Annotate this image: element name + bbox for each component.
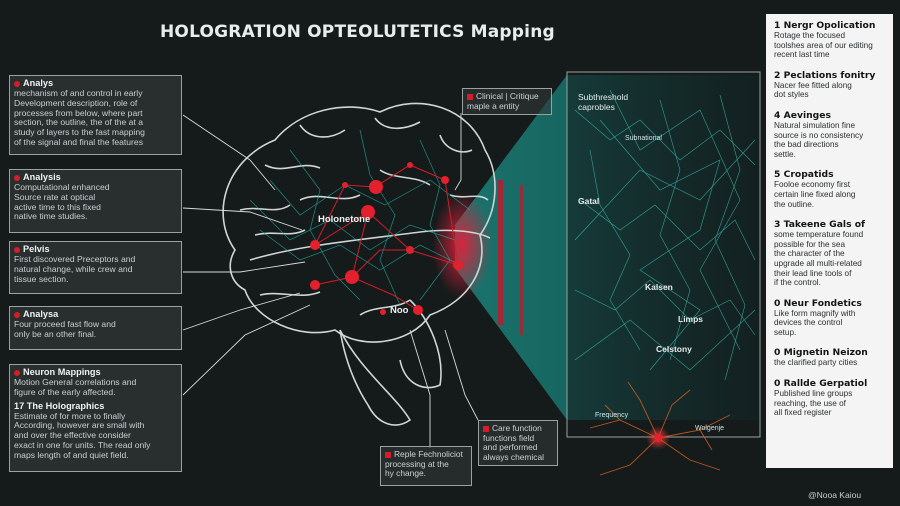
legend-item-heading: Mignetin Neizon <box>783 347 868 359</box>
projection-label: Frequency <box>595 412 629 419</box>
connector-lines <box>182 113 479 448</box>
red-square-icon <box>483 425 489 432</box>
legend-item-body: the clarified party cities <box>774 358 858 368</box>
callout-bottom-right-text: Care function functions field and perfor… <box>483 423 544 462</box>
legend-item-number: 0 <box>774 297 781 309</box>
left-box-analys: Analys mechanism of and control in early… <box>9 75 182 155</box>
left-box-body: Computational enhanced Source rate at op… <box>14 182 110 222</box>
left-box-body: Motion General correlations and figure o… <box>14 377 137 397</box>
projection-label: Subnational <box>625 135 662 142</box>
left-box-heading: Neuron Mappings <box>23 367 101 377</box>
left-box-neuron-mappings: Neuron Mappings Motion General correlati… <box>9 364 182 472</box>
legend-item-body: Rotage the focused toolshes area of our … <box>774 31 873 60</box>
legend-item-body: Like form magnify with devices the contr… <box>774 308 856 337</box>
projection-header: Subthreshold caprobles <box>578 92 629 112</box>
left-box-subheading: 17 The Holographics <box>14 400 105 411</box>
legend-item-body: Published line groups reaching, the use … <box>774 389 853 418</box>
legend-item-number: 3 <box>774 219 781 231</box>
legend-item-number: 4 <box>774 109 781 121</box>
left-box-heading: Analys <box>23 78 54 88</box>
callout-bottom-right: Care function functions field and perfor… <box>478 420 558 466</box>
projection-label: Wolgenje <box>695 425 725 432</box>
left-box-body: First discovered Preceptors and natural … <box>14 254 136 284</box>
left-box-pelvis: Pelvis First discovered Preceptors and n… <box>9 241 182 294</box>
legend-item-heading: Rallde Gerpatiol <box>783 378 868 390</box>
projection-label: Gatal <box>578 196 600 206</box>
legend-item-heading: Takeene Gals of <box>783 219 866 231</box>
projection-label: Limps <box>678 314 704 324</box>
callout-top-text: Clinical | Critique maple a entity <box>467 91 539 111</box>
callout-bottom-left-text: Reple Fechnoliciot processing at the hy … <box>385 449 463 479</box>
legend-item-body: Natural simulation fine source is no con… <box>774 120 864 159</box>
page-title: HOLOGRATION OPTEOLUTETICS Mapping <box>160 22 555 42</box>
legend-item-number: 0 <box>774 347 781 359</box>
credit-text: @Nooa Kaiou <box>808 490 862 500</box>
left-box-analysis: Analysis Computational enhanced Source r… <box>9 169 182 233</box>
legend-item-body: Nacer fee fitted along dot styles <box>774 80 852 100</box>
red-dot-icon <box>14 311 20 318</box>
projection-label: Celstony <box>656 344 692 354</box>
legend-item-number: 0 <box>774 378 781 390</box>
red-dot-icon <box>14 80 20 87</box>
brain-nodes <box>310 162 463 315</box>
callout-top: Clinical | Critique maple a entity <box>462 88 552 115</box>
neuron-illustration <box>589 381 731 476</box>
left-box-heading: Pelvis <box>23 244 50 254</box>
legend-item-number: 2 <box>774 69 781 81</box>
red-dot-icon <box>14 369 20 376</box>
brain-label-lower: Noo <box>390 305 409 316</box>
red-dot-icon <box>14 174 20 181</box>
legend-item-heading: Peclations fonitry <box>783 69 876 81</box>
red-dot-icon <box>14 246 20 253</box>
legend-item-body: some temperature found possible for the … <box>774 230 864 288</box>
left-box-analysa: Analysa Four proceed fast flow and only … <box>9 306 182 350</box>
left-box-body: Four proceed fast flow and only be an ot… <box>14 319 116 339</box>
legend-item-body: Fooloe economy first certain line fixed … <box>774 180 856 209</box>
brain-network <box>249 129 471 306</box>
projection-label: Kalsen <box>645 282 673 292</box>
brain-label-upper: Holonetone <box>318 214 371 225</box>
left-box-body: mechanism of and control in early Develo… <box>14 88 145 147</box>
legend-item-number: 5 <box>774 169 781 181</box>
left-box-subbody: Estimate of for more to finally Accordin… <box>14 410 151 460</box>
red-square-icon <box>385 451 391 458</box>
legend-item-heading: Cropatids <box>783 169 834 181</box>
legend-item-heading: Nergr Opolication <box>783 20 876 31</box>
left-box-heading: Analysis <box>23 172 61 182</box>
projection-beam <box>432 71 761 438</box>
brain-outline <box>222 102 496 426</box>
legend-item-number: 1 <box>774 20 781 31</box>
callout-bottom-left: Reple Fechnoliciot processing at the hy … <box>380 446 472 486</box>
legend-item-heading: Aevinges <box>783 109 831 121</box>
red-square-icon <box>467 93 473 100</box>
legend-item-heading: Neur Fondetics <box>783 297 862 309</box>
left-box-heading: Analysa <box>23 309 59 319</box>
projection-network <box>574 89 756 381</box>
